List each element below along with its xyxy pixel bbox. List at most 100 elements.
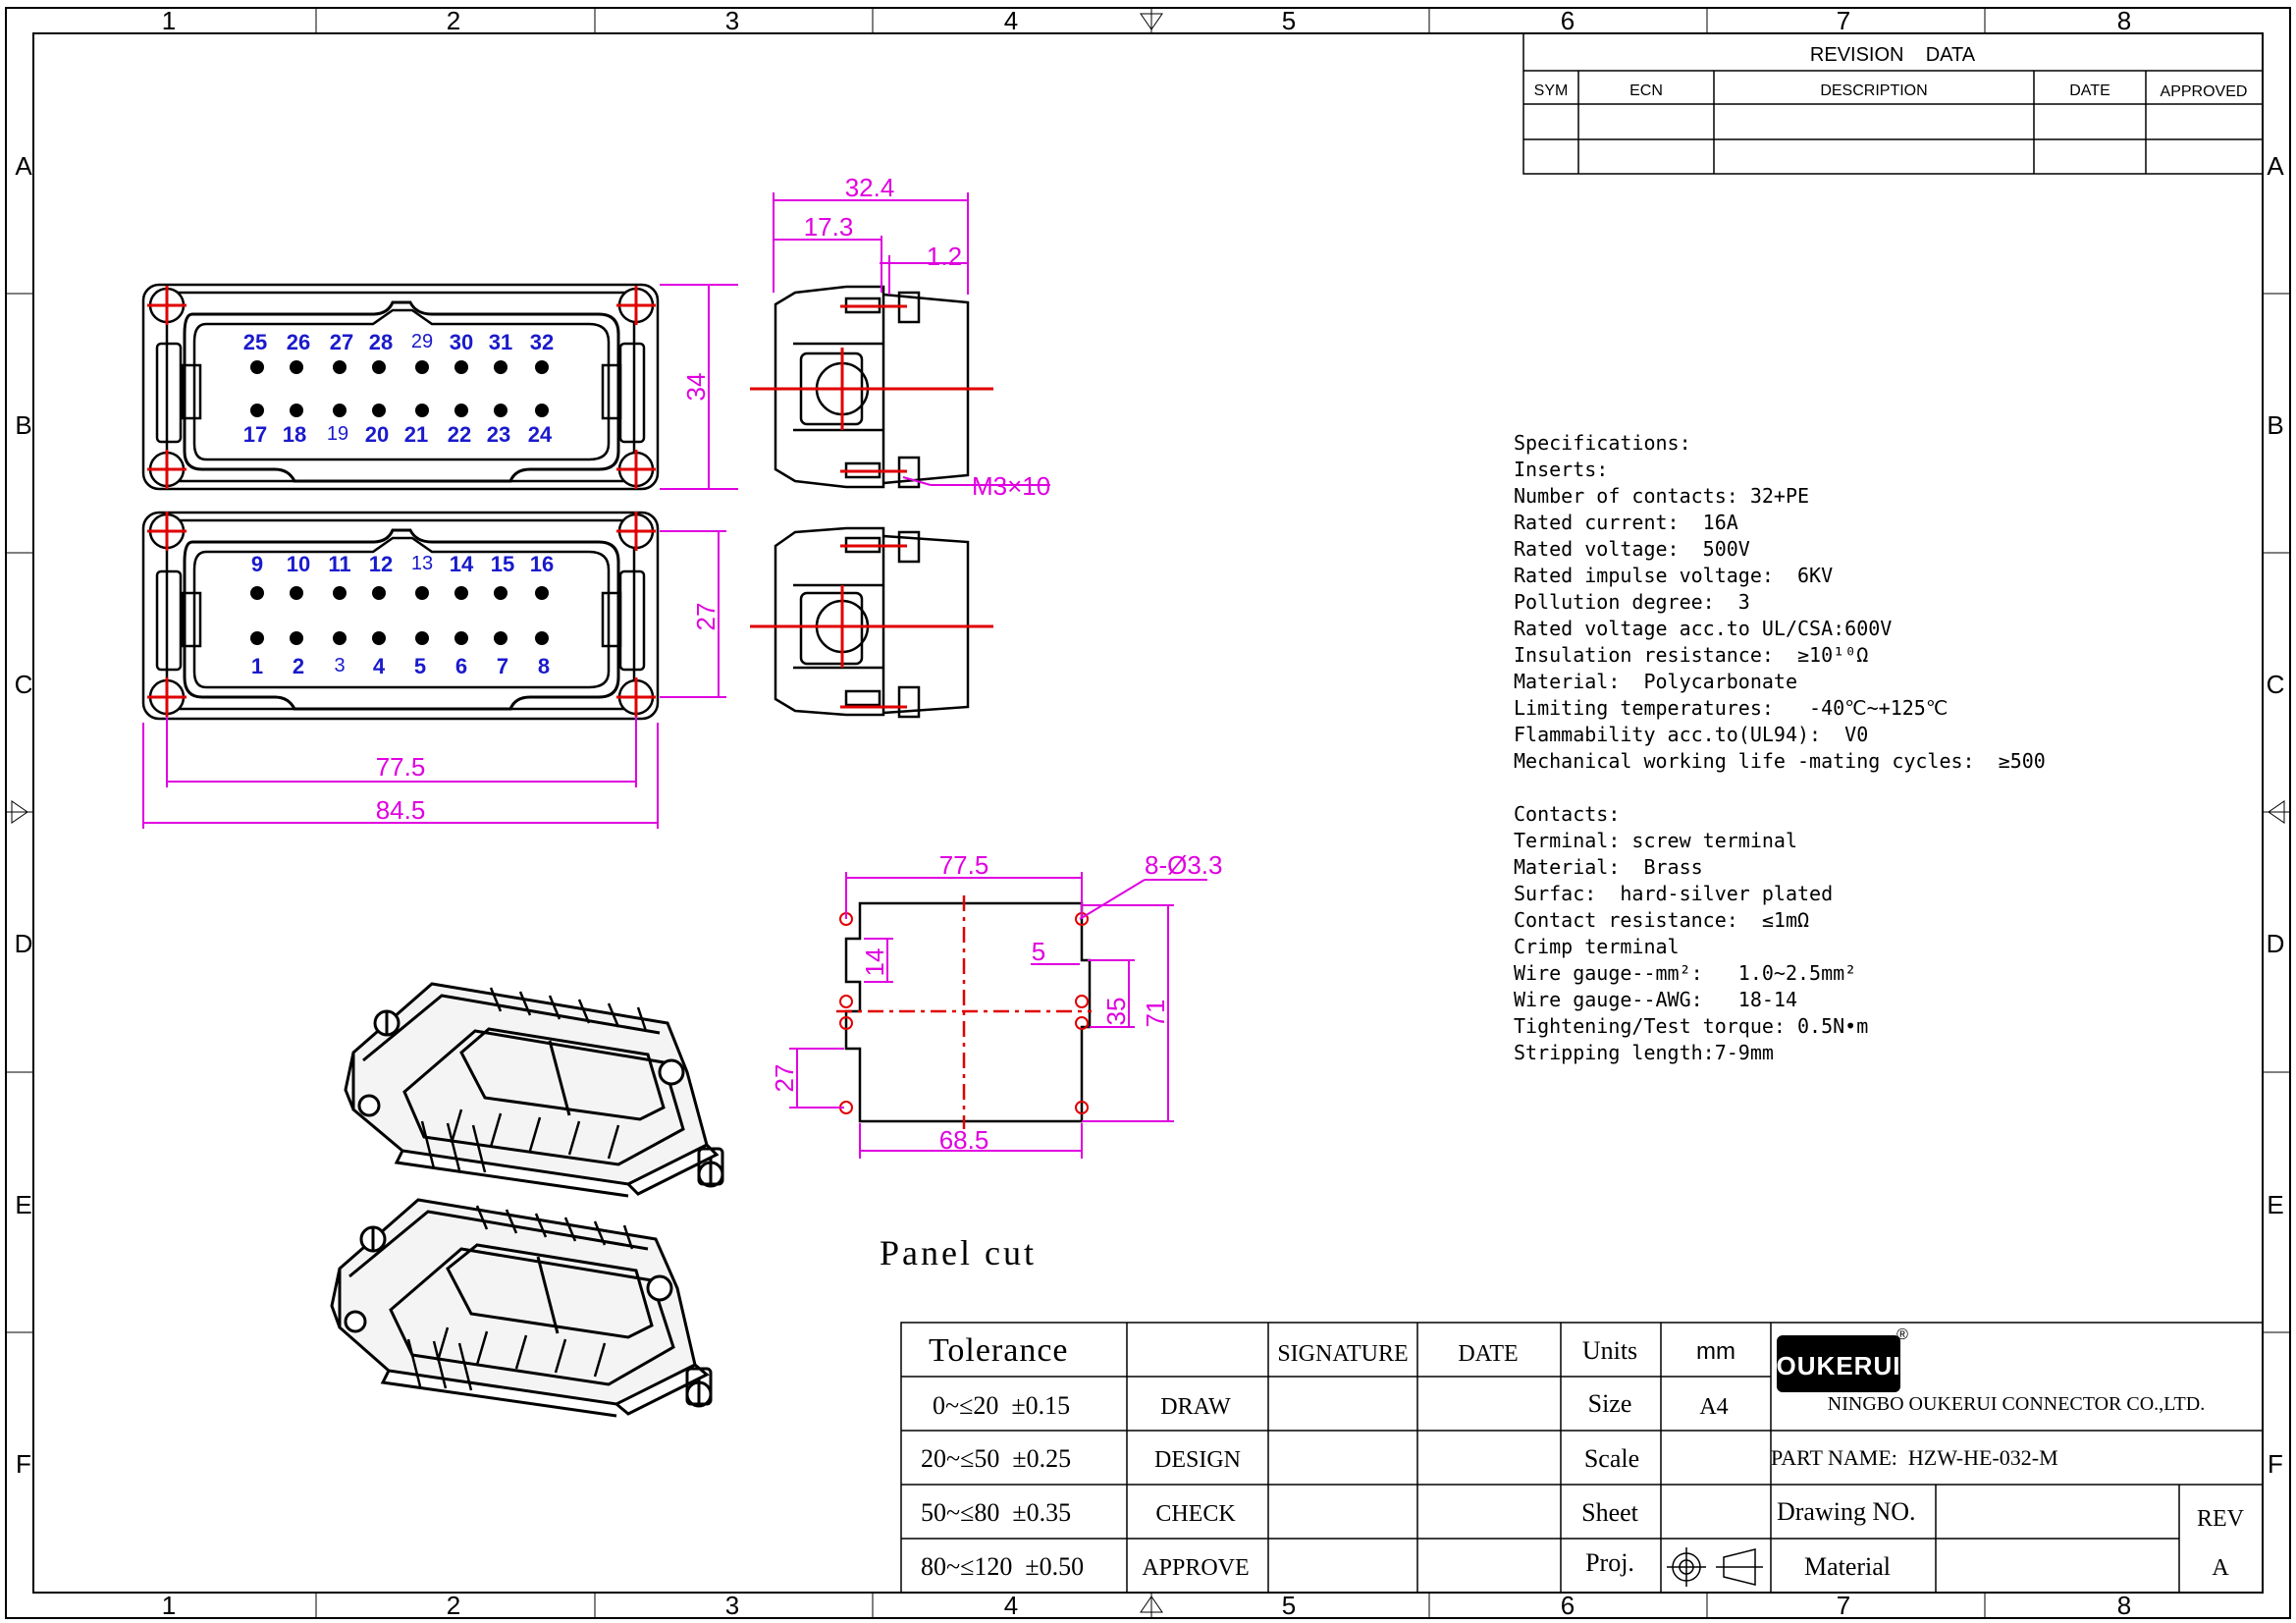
isometric-connector-upper (344, 982, 724, 1198)
pin-label: 1 (251, 654, 263, 678)
rev-label: REV (2197, 1506, 2245, 1532)
dimension-label: 1.2 (927, 242, 962, 271)
pin-label: 3 (334, 655, 345, 676)
pin-label: 16 (530, 552, 554, 576)
spec-line: Number of contacts: 32+PE (1514, 484, 1809, 508)
pin-label: 26 (287, 330, 310, 354)
revision-table: REVISION DATA SYM ECN DESCRIPTION DATE A… (1522, 32, 2264, 175)
col-label: 8 (2117, 6, 2131, 35)
tolerance-heading: Tolerance (929, 1332, 1069, 1369)
side-dimensions: 32.4 17.3 1.2 M3×10 (773, 173, 1050, 501)
proj-label: Proj. (1585, 1548, 1634, 1577)
projection-symbol-icon (1667, 1547, 1763, 1587)
pin-label: 15 (491, 552, 514, 576)
panel-cut-caption: Panel cut (880, 1233, 1037, 1272)
col-label: 6 (1561, 6, 1575, 35)
tolerance-row: 0~≤20 ±0.15 (933, 1391, 1070, 1420)
row-label: D (15, 929, 33, 958)
pin-label: 8 (538, 654, 550, 678)
pin-label: 14 (450, 552, 474, 576)
dimension-label: 35 (1101, 998, 1131, 1026)
pin-numbers: 9 10 11 12 13 14 15 16 1 2 3 4 5 6 7 8 (251, 552, 554, 678)
col-label: 1 (162, 6, 176, 35)
front-dimensions: 77.5 84.5 34 27 (142, 284, 738, 829)
col-label: 8 (2117, 1591, 2131, 1620)
col-label: 7 (1837, 1591, 1850, 1620)
row-label: D (2267, 929, 2285, 958)
logo-registered-mark: ® (1896, 1326, 1908, 1343)
revision-title: REVISION DATA (1810, 44, 1976, 66)
company-name: NINGBO OUKERUI CONNECTOR CO.,LTD. (1828, 1393, 2205, 1415)
row-label: C (15, 670, 33, 699)
revision-header: APPROVED (2161, 83, 2248, 100)
pin-label: 20 (365, 422, 389, 447)
material-label: Material (1804, 1552, 1891, 1581)
drawing-number-label: Drawing NO. (1777, 1497, 1916, 1526)
spec-line: Mechanical working life -mating cycles: … (1514, 749, 2046, 773)
pin-label: 9 (251, 552, 263, 576)
units-value: mm (1696, 1338, 1735, 1365)
size-value: A4 (1699, 1394, 1728, 1420)
contact-holes (250, 360, 549, 417)
col-label: 7 (1837, 6, 1850, 35)
col-label: 3 (725, 1591, 739, 1620)
pin-label: 13 (411, 553, 433, 574)
spec-line: Rated voltage: 500V (1514, 537, 1750, 561)
sheet-label: Sheet (1581, 1498, 1639, 1527)
dimension-label: 68.5 (939, 1125, 989, 1155)
spec-line: Surfac: hard-silver plated (1514, 882, 1833, 905)
pin-label: 5 (414, 654, 426, 678)
spec-line: Stripping length:7-9mm (1514, 1041, 1774, 1064)
pin-label: 17 (243, 422, 267, 447)
row-label: E (15, 1190, 31, 1219)
connector-front-upper: 25 26 27 28 29 30 31 32 17 18 19 20 21 2… (141, 283, 660, 491)
logo-text: OUKERUI (1777, 1351, 1901, 1380)
pin-label: 2 (293, 654, 304, 678)
pin-label: 21 (404, 422, 428, 447)
revision-header: DATE (2069, 82, 2109, 99)
contact-holes (250, 586, 549, 645)
col-label: 5 (1282, 6, 1296, 35)
pin-label: 25 (243, 330, 267, 354)
col-label: 1 (162, 1591, 176, 1620)
pin-label: 4 (373, 654, 386, 678)
col-label: 4 (1004, 6, 1018, 35)
pin-numbers: 25 26 27 28 29 30 31 32 17 18 19 20 21 2… (243, 330, 554, 447)
units-label: Units (1582, 1336, 1637, 1365)
connector-front-lower: 9 10 11 12 13 14 15 16 1 2 3 4 5 6 7 8 (141, 511, 660, 721)
spec-line: Wire gauge--mm²: 1.0~2.5mm² (1514, 961, 1856, 985)
pin-label: 22 (448, 422, 471, 447)
screw-spec: M3×10 (972, 471, 1050, 501)
role-label: DESIGN (1154, 1447, 1241, 1473)
isometric-connector-lower (330, 1198, 713, 1418)
col-label: 6 (1561, 1591, 1575, 1620)
col-label: 3 (725, 6, 739, 35)
border-labels: 1 2 3 4 5 6 7 8 1 2 3 4 5 6 7 8 A B C D … (15, 6, 2285, 1620)
pin-label: 29 (411, 331, 433, 352)
dimension-label: 77.5 (376, 752, 426, 782)
spec-line: Rated current: 16A (1514, 511, 1738, 534)
role-label: CHECK (1155, 1501, 1236, 1527)
connector-side-upper (750, 285, 993, 489)
row-label: F (16, 1449, 31, 1479)
spec-line: Terminal: screw terminal (1514, 829, 1797, 852)
pin-label: 10 (287, 552, 310, 576)
pin-label: 30 (450, 330, 473, 354)
pin-label: 28 (369, 330, 393, 354)
date-heading: DATE (1458, 1341, 1518, 1367)
pin-label: 18 (283, 422, 306, 447)
spec-line: Pollution degree: 3 (1514, 590, 1750, 614)
rev-value: A (2212, 1555, 2229, 1581)
mounting-screws (147, 512, 656, 717)
signature-heading: SIGNATURE (1277, 1341, 1408, 1367)
col-label: 4 (1004, 1591, 1018, 1620)
row-label: B (2267, 410, 2283, 440)
pin-label: 6 (455, 654, 467, 678)
size-label: Size (1588, 1389, 1632, 1418)
pin-label: 7 (497, 654, 508, 678)
dimension-label: 27 (770, 1064, 799, 1093)
spec-line: Specifications: (1514, 431, 1691, 455)
spec-line: Contact resistance: ≤1mΩ (1514, 908, 1809, 932)
col-label: 2 (447, 1591, 460, 1620)
pin-label: 12 (369, 552, 393, 576)
